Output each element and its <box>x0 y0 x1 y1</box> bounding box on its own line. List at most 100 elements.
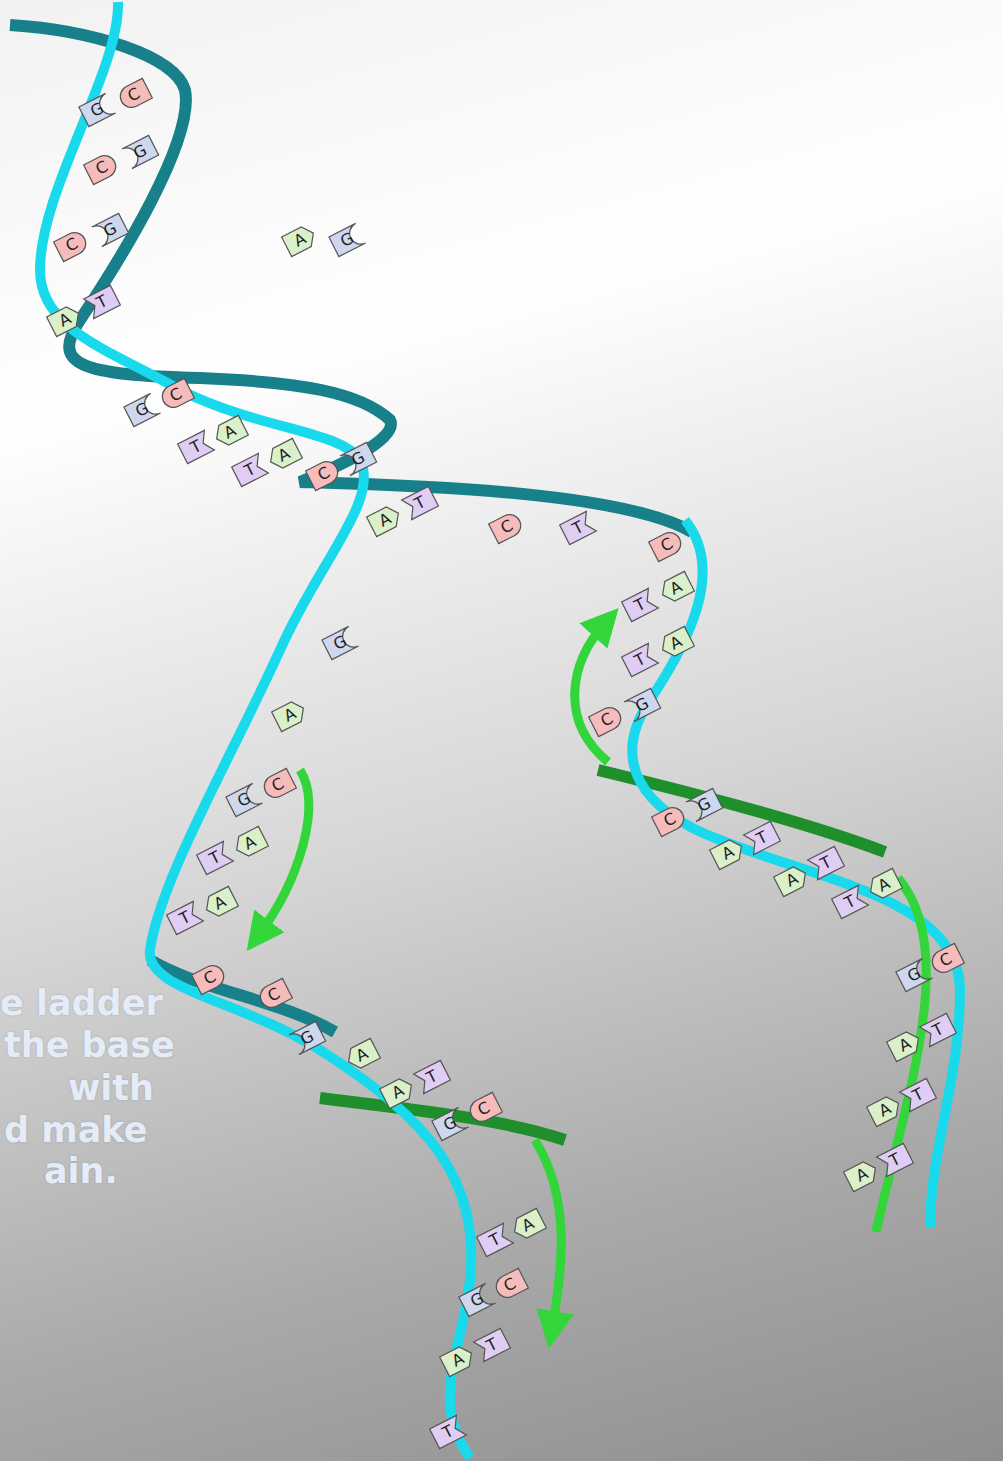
base-letter: A <box>44 301 86 340</box>
base-letter: T <box>805 844 847 883</box>
nucleotide-base: A <box>863 866 905 905</box>
nucleotide-base: A <box>437 1341 479 1380</box>
nucleotide-base: A <box>364 501 406 540</box>
nucleotide-base: A <box>377 1073 419 1112</box>
nucleotide-base: A <box>229 824 271 863</box>
nucleotide-base: A <box>771 861 813 900</box>
base-letter: T <box>164 899 206 938</box>
nucleotide-base: A <box>279 221 321 260</box>
nucleotide-base: G <box>891 955 937 996</box>
nucleotide-base: G <box>454 1280 500 1321</box>
base-letter: C <box>461 1089 507 1129</box>
base-letter: C <box>49 225 95 265</box>
base-letter: C <box>187 958 233 998</box>
caption-fragment: e ladder <box>0 986 163 1021</box>
nucleotide-base: T <box>897 1076 939 1115</box>
base-letter: G <box>284 1018 330 1059</box>
nucleotide-base: G <box>87 210 133 251</box>
nucleotide-base: G <box>335 439 381 480</box>
base-letter: T <box>471 1326 513 1365</box>
caption-fragment: d make <box>4 1113 147 1148</box>
nucleotide-base: C <box>251 975 297 1015</box>
base-letter: T <box>557 509 599 548</box>
base-letter: G <box>87 210 133 251</box>
nucleotide-base: T <box>874 1141 916 1180</box>
nucleotide-base: A <box>507 1206 549 1245</box>
nucleotide-base: A <box>707 834 749 873</box>
base-letter: G <box>427 1104 473 1145</box>
base-letter: T <box>81 283 123 322</box>
base-letter: A <box>269 696 311 735</box>
nucleotide-base: C <box>461 1089 507 1129</box>
nucleotide-base: A <box>341 1036 383 1075</box>
base-letter: A <box>507 1206 549 1245</box>
base-letter: T <box>427 1413 469 1452</box>
base-letter: G <box>119 390 165 431</box>
nucleotide-base: T <box>471 1326 513 1365</box>
nucleotide-base: G <box>681 785 727 826</box>
nucleotide-base: G <box>284 1018 330 1059</box>
cyan-strand <box>40 2 471 1458</box>
base-letter: A <box>377 1073 419 1112</box>
base-letter: A <box>771 861 813 900</box>
base-letter: A <box>263 436 305 475</box>
caption-fragment: ain. <box>44 1154 118 1189</box>
base-letter: C <box>644 525 690 565</box>
nucleotide-base: C <box>301 454 347 494</box>
nucleotide-base: C <box>111 75 157 115</box>
base-letter: G <box>74 90 120 131</box>
base-letter: A <box>841 1156 883 1195</box>
nucleotide-base: C <box>487 1265 533 1305</box>
nucleotide-base: C <box>644 525 690 565</box>
base-letter: G <box>317 623 363 664</box>
base-letter: C <box>251 975 297 1015</box>
base-letter: A <box>199 884 241 923</box>
base-letter: A <box>279 221 321 260</box>
nucleotide-base: A <box>263 436 305 475</box>
nucleotide-base: T <box>805 844 847 883</box>
synthesis-arrow <box>535 1140 561 1330</box>
base-letter: G <box>619 685 665 726</box>
base-letter: C <box>255 765 301 805</box>
base-letter: T <box>874 1141 916 1180</box>
base-letter: A <box>437 1341 479 1380</box>
nucleotide-base: A <box>269 696 311 735</box>
teal-strand <box>10 25 692 532</box>
base-letter: A <box>863 866 905 905</box>
base-letter: C <box>647 800 693 840</box>
base-letter: A <box>229 824 271 863</box>
nucleotide-base: C <box>153 375 199 415</box>
base-letter: T <box>474 1221 516 1260</box>
nucleotide-base: C <box>923 940 969 980</box>
base-letter: T <box>829 883 871 922</box>
caption-fragment: the base <box>4 1028 175 1063</box>
base-letter: G <box>454 1280 500 1321</box>
base-letter: A <box>655 624 697 663</box>
nucleotide-base: T <box>427 1413 469 1452</box>
base-letter: A <box>341 1036 383 1075</box>
base-letter: T <box>897 1076 939 1115</box>
nucleotide-base: G <box>317 623 363 664</box>
base-letter: T <box>917 1011 959 1050</box>
base-letter: T <box>399 484 441 523</box>
nucleotide-base: T <box>411 1058 453 1097</box>
base-letter: C <box>584 700 630 740</box>
nucleotide-base: C <box>484 507 530 547</box>
nucleotide-base: C <box>187 958 233 998</box>
nucleotide-base: G <box>221 780 267 821</box>
base-letter: T <box>741 819 783 858</box>
base-letter: A <box>364 501 406 540</box>
teal-strand <box>150 960 335 1032</box>
base-letter: G <box>117 132 163 173</box>
base-letter: G <box>891 955 937 996</box>
nucleotide-base: C <box>49 225 95 265</box>
base-letter: T <box>619 641 661 680</box>
base-letter: A <box>884 1026 926 1065</box>
base-letter: A <box>655 569 697 608</box>
nucleotide-base: A <box>864 1091 906 1130</box>
base-letter: C <box>301 454 347 494</box>
base-letter: A <box>707 834 749 873</box>
nucleotide-base: T <box>194 839 236 878</box>
cyan-strand <box>632 520 960 1228</box>
